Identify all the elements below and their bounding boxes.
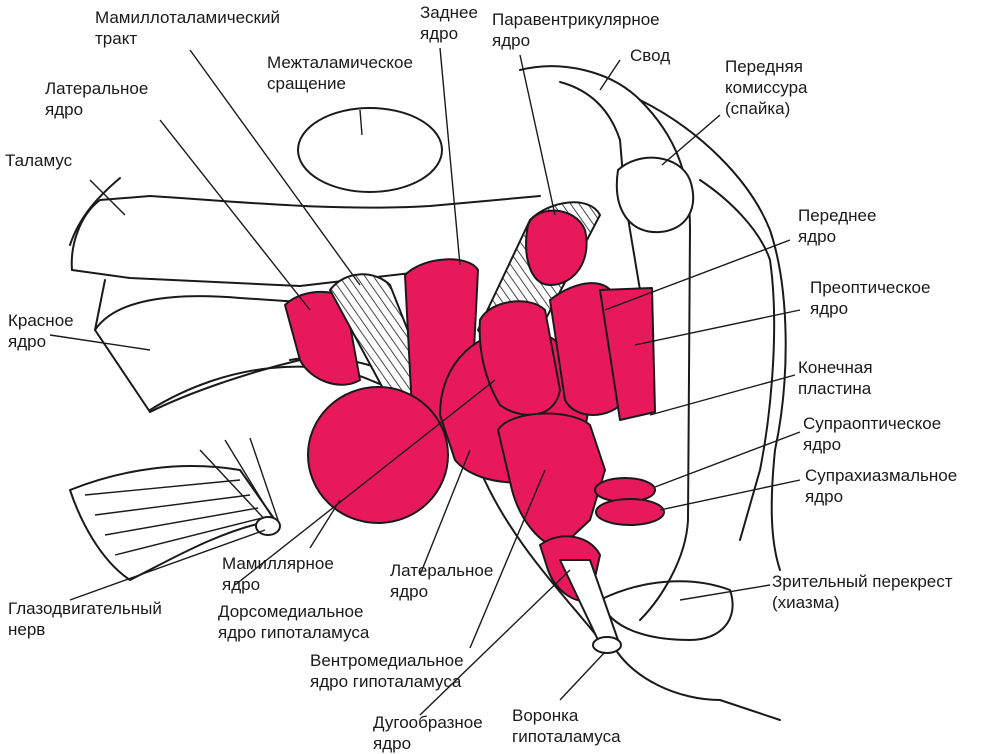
nuclei: [284, 201, 665, 602]
label-thalamus: Таламус: [5, 151, 73, 170]
fornix-column: [519, 65, 691, 621]
label-fornix: Свод: [630, 46, 671, 65]
red-nucleus-region: [94, 295, 301, 413]
anterior-commissure-shape: [615, 156, 695, 234]
thalamus-arc: [69, 177, 121, 246]
lateral-nucleus-lower-shape: [497, 412, 606, 549]
thalamus-outline: [70, 195, 541, 271]
leader-lines: [49, 47, 801, 716]
preoptic-nucleus-shape: [599, 287, 656, 421]
infundibulum-end: [592, 636, 622, 654]
optic-chiasm-shape: [599, 580, 734, 641]
mamillary-nucleus-shape: [307, 386, 449, 524]
interthalamic-adhesion-shape: [297, 107, 443, 193]
paraventricular-nucleus-shape: [525, 209, 588, 286]
chiasm-lower: [609, 639, 781, 721]
suprachiasmatic-nucleus-shape: [595, 498, 665, 526]
midbrain-outline: [94, 279, 106, 331]
outer-wall: [639, 99, 787, 571]
lateral-nucleus-upper-shape: [284, 290, 361, 386]
lamina-terminalis-line: [699, 179, 776, 541]
nerve-strands: [84, 437, 279, 556]
fornix-inner: [559, 81, 641, 291]
label-optic-chiasm: Зрительный перекрест(хиазма): [772, 572, 953, 612]
